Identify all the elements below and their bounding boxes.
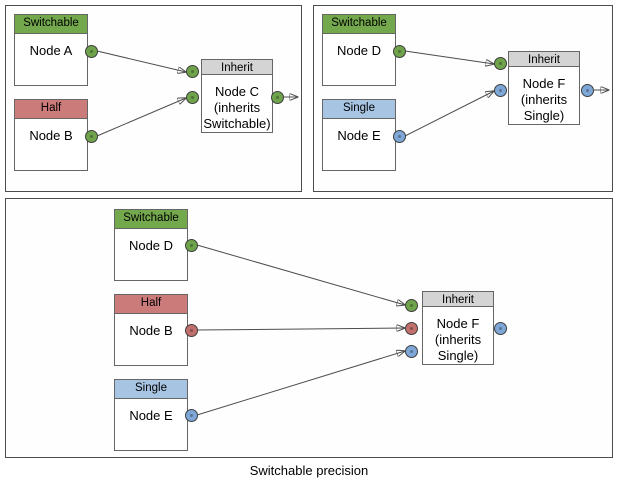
stereotype-label: Inherit <box>423 292 493 307</box>
port-node-a-out-icon[interactable] <box>85 45 98 58</box>
stereotype-label: Half <box>15 100 87 119</box>
node-box-node-b[interactable]: Half Node B <box>14 99 88 171</box>
node-box-node-e-2[interactable]: Single Node E <box>114 379 188 451</box>
node-body: Node D <box>323 34 395 85</box>
node-body: Node C (inherits Switchable) <box>202 75 272 132</box>
node-box-node-f-2[interactable]: Inherit Node F (inherits Single) <box>422 291 494 365</box>
node-name-label: Node B <box>129 323 173 338</box>
stereotype-label: Switchable <box>323 15 395 34</box>
port-node-f2-in-2-icon[interactable] <box>405 322 418 335</box>
port-node-f-in-top-icon[interactable] <box>494 57 507 70</box>
node-body: Node B <box>15 119 87 170</box>
node-name-label: Node F (inherits Single) <box>434 316 482 363</box>
node-name-label: Node F (inherits Single) <box>520 76 568 123</box>
node-body: Node A <box>15 34 87 85</box>
node-name-label: Node E <box>337 128 381 143</box>
stereotype-label: Half <box>115 295 187 314</box>
port-node-f-out-icon[interactable] <box>581 84 594 97</box>
stereotype-label: Single <box>115 380 187 399</box>
panel-top-left: Switchable Node A Half Node B Inherit No… <box>5 5 302 192</box>
port-node-b2-out-icon[interactable] <box>185 324 198 337</box>
port-node-e2-out-icon[interactable] <box>185 409 198 422</box>
node-box-node-e[interactable]: Single Node E <box>322 99 396 171</box>
node-box-node-f[interactable]: Inherit Node F (inherits Single) <box>508 51 580 125</box>
diagram-caption: Switchable precision <box>249 463 369 478</box>
node-name-label: Node E <box>129 408 173 423</box>
stereotype-label: Switchable <box>115 210 187 229</box>
node-body: Node E <box>323 119 395 170</box>
stereotype-label: Switchable <box>15 15 87 34</box>
port-node-b-out-icon[interactable] <box>85 130 98 143</box>
node-box-node-a[interactable]: Switchable Node A <box>14 14 88 86</box>
port-node-f2-in-1-icon[interactable] <box>405 299 418 312</box>
node-box-node-d[interactable]: Switchable Node D <box>322 14 396 86</box>
node-name-label: Node C (inherits Switchable) <box>203 84 271 131</box>
node-body: Node E <box>115 399 187 450</box>
node-box-node-d-2[interactable]: Switchable Node D <box>114 209 188 281</box>
port-node-f2-in-3-icon[interactable] <box>405 345 418 358</box>
stereotype-label: Single <box>323 100 395 119</box>
node-body: Node F (inherits Single) <box>423 307 493 364</box>
port-node-e-out-icon[interactable] <box>393 130 406 143</box>
node-box-node-c[interactable]: Inherit Node C (inherits Switchable) <box>201 59 273 133</box>
node-body: Node B <box>115 314 187 365</box>
port-node-c-in-top-icon[interactable] <box>186 65 199 78</box>
port-node-d2-out-icon[interactable] <box>185 239 198 252</box>
node-body: Node F (inherits Single) <box>509 67 579 124</box>
stereotype-label: Inherit <box>509 52 579 67</box>
port-node-c-out-icon[interactable] <box>271 91 284 104</box>
node-box-node-b-2[interactable]: Half Node B <box>114 294 188 366</box>
node-name-label: Node A <box>29 43 73 58</box>
port-node-f2-out-icon[interactable] <box>494 322 507 335</box>
stereotype-label: Inherit <box>202 60 272 75</box>
panel-bottom: Switchable Node D Half Node B Single Nod… <box>5 198 613 458</box>
port-node-f-in-bottom-icon[interactable] <box>494 84 507 97</box>
port-node-d-out-icon[interactable] <box>393 45 406 58</box>
panel-top-right: Switchable Node D Single Node E Inherit … <box>313 5 613 192</box>
port-node-c-in-bottom-icon[interactable] <box>186 91 199 104</box>
node-name-label: Node D <box>128 238 174 253</box>
node-name-label: Node D <box>336 43 382 58</box>
node-name-label: Node B <box>29 128 73 143</box>
node-body: Node D <box>115 229 187 280</box>
